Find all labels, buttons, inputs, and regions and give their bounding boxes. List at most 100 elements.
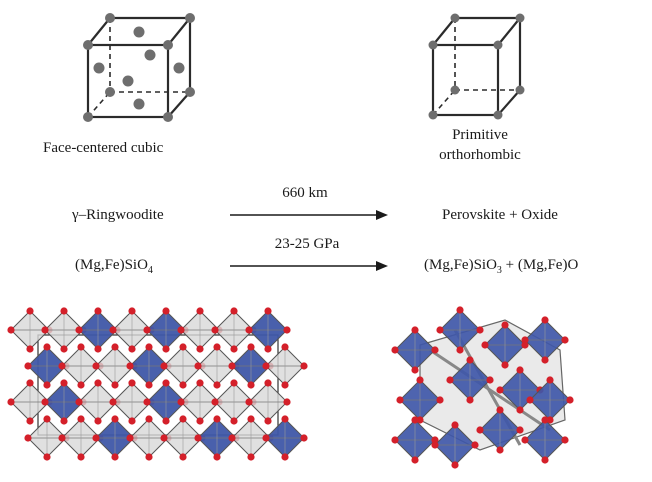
oxygen-atom [41, 326, 49, 334]
oxygen-atom [396, 396, 404, 404]
oxygen-atom [436, 396, 444, 404]
oxygen-atom [262, 362, 270, 370]
oxygen-atom [431, 346, 439, 354]
oxygen-atom [264, 307, 272, 315]
oxygen-atom [471, 441, 479, 449]
oxygen-atom [281, 381, 289, 389]
oxygen-atom [391, 346, 399, 354]
oxygen-atom [179, 415, 187, 423]
oxygen-atom [247, 453, 255, 461]
oxygen-atom [566, 396, 574, 404]
oxygen-atom [481, 341, 489, 349]
oxygen-atom [228, 362, 236, 370]
oxygen-atom [281, 415, 289, 423]
oxygen-atom [60, 345, 68, 353]
oxygen-atom [58, 434, 66, 442]
oxygen-atom [247, 415, 255, 423]
oxygen-atom [162, 379, 170, 387]
oxygen-atom [245, 398, 253, 406]
oxygen-atom [143, 398, 151, 406]
oxygen-atom [77, 453, 85, 461]
octahedron [41, 379, 87, 425]
oxygen-atom [94, 345, 102, 353]
oxygen-atom [143, 326, 151, 334]
oxygen-atom [541, 316, 549, 324]
oxygen-atom [43, 453, 51, 461]
reactant-formula: (Mg,Fe)SiO4 [75, 257, 153, 276]
octahedron [160, 343, 206, 389]
oxygen-atom [77, 415, 85, 423]
oxygen-atom [546, 376, 554, 384]
oxygen-atom [26, 345, 34, 353]
octahedron [396, 376, 444, 424]
oxygen-atom [264, 345, 272, 353]
octahedron [262, 415, 308, 461]
octahedron [177, 379, 223, 425]
product-formula: (Mg,Fe)SiO3 + (Mg,Fe)O [424, 257, 579, 276]
oxygen-atom [546, 416, 554, 424]
octahedron [431, 421, 479, 469]
oxygen-atom [486, 376, 494, 384]
oxygen-atom [77, 343, 85, 351]
oxygen-atom [431, 436, 439, 444]
orthorhombic-label: Primitive orthorhombic [420, 125, 540, 165]
octahedron [476, 406, 524, 454]
oxygen-atom [411, 456, 419, 464]
oxygen-atom [230, 345, 238, 353]
oxygen-atom [128, 307, 136, 315]
octahedron [58, 343, 104, 389]
oxygen-atom [283, 326, 291, 334]
oxygen-atom [43, 381, 51, 389]
oxygen-atom [162, 417, 170, 425]
octahedron [92, 415, 138, 461]
oxygen-atom [516, 426, 524, 434]
oxygen-atom [196, 307, 204, 315]
oxygen-atom [561, 336, 569, 344]
oxygen-atom [501, 361, 509, 369]
oxygen-atom [24, 434, 32, 442]
oxygen-atom [247, 381, 255, 389]
oxygen-atom [177, 398, 185, 406]
oxygen-atom [213, 415, 221, 423]
oxygen-atom [75, 398, 83, 406]
oxygen-atom [411, 366, 419, 374]
oxygen-atom [262, 434, 270, 442]
octahedron [391, 326, 439, 374]
octahedron [24, 343, 70, 389]
oxygen-atom [43, 343, 51, 351]
octahedron [521, 416, 569, 464]
fcc-label: Face-centered cubic [43, 140, 164, 156]
octahedron [436, 306, 484, 354]
oxygen-atom [521, 341, 529, 349]
orthorhombic-label-line2: orthorhombic [439, 147, 521, 163]
oxygen-atom [24, 362, 32, 370]
oxygen-atom [92, 362, 100, 370]
oxygen-atom [177, 326, 185, 334]
oxygen-atom [541, 456, 549, 464]
oxygen-atom [194, 362, 202, 370]
oxygen-atom [145, 381, 153, 389]
oxygen-atom [521, 336, 529, 344]
oxygen-atom [496, 386, 504, 394]
oxygen-atom [111, 453, 119, 461]
orthorhombic-label-line1: Primitive [452, 127, 508, 143]
oxygen-atom [496, 446, 504, 454]
oxygen-atom [145, 415, 153, 423]
oxygen-atom [26, 379, 34, 387]
oxygen-atom [516, 406, 524, 414]
oxygen-atom [541, 416, 549, 424]
octahedron [521, 316, 569, 364]
oxygen-atom [446, 376, 454, 384]
octahedron [481, 321, 529, 369]
oxygen-atom [264, 417, 272, 425]
octahedron [391, 416, 439, 464]
octahedron [109, 307, 155, 353]
oxygen-atom [281, 453, 289, 461]
oxygen-atom [496, 406, 504, 414]
oxygen-atom [94, 417, 102, 425]
oxygen-atom [245, 326, 253, 334]
